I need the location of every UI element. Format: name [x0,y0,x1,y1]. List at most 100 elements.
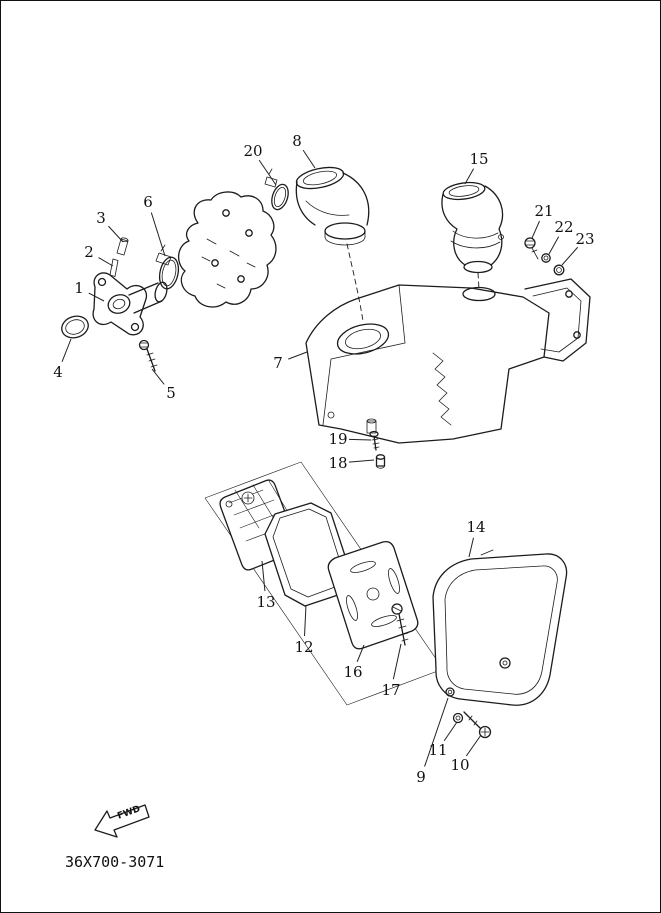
crankcase-boss [222,209,230,217]
bracket-fasteners [524,237,565,276]
screw-body [116,238,129,256]
cover-boss-inner [502,660,508,666]
callout-1: 1 [74,279,84,297]
duct-clamp-band [450,230,501,249]
manifold-flange [92,272,148,336]
plate-slot [350,561,376,573]
leader-line-16 [356,644,365,663]
callout-14: 14 [466,518,485,536]
bolt-threads [146,352,158,368]
case-tab-hole [327,411,335,419]
leader-line-15 [464,168,475,185]
clamp-screw [264,168,278,188]
manifold-tube-end [154,281,168,303]
manifold-tube [128,282,163,314]
screw-17-threads [396,618,409,642]
case-spring [432,352,452,426]
duct-clamp-screw [498,234,504,240]
crankcase-outline [178,191,277,308]
duct-body-right [484,185,504,266]
crankcase-boss [245,229,253,237]
callout-13: 13 [256,593,275,611]
o-ring-inner [65,319,85,335]
elbow-align-guide [346,243,364,322]
bolt-10-cross [480,727,490,737]
elbow-body-left [295,181,316,226]
leader-line-13 [261,560,266,592]
callout-6: 6 [143,193,153,211]
spacer-18-top [375,454,386,460]
bolt-21-hex [525,240,535,246]
spacer-18-body [375,456,386,467]
bolt-head-hex [139,342,149,348]
callout-21: 21 [534,202,553,220]
small-screw [116,237,129,256]
duct-top-opening [442,181,486,201]
leader-line-11 [443,721,458,742]
leader-line-7 [288,351,308,360]
spacer-18-bottom [376,465,385,469]
pin-body [109,258,119,277]
elbow-body-right [342,172,370,226]
bolt-10-head [478,725,492,739]
holder-emblem-cross [243,493,253,503]
air-duct [441,181,504,290]
cover-boss [499,657,511,669]
bracket-bolt-hole [573,331,581,339]
bolt-10-threads [468,715,478,726]
elbow-top-opening [295,166,345,190]
elbow-flange-side [324,230,366,238]
manifold-bore-inner [112,298,126,310]
callout-3: 3 [96,209,106,227]
callout-15: 15 [469,150,488,168]
leader-line-12 [304,604,307,637]
duct-bottom-opening [463,260,493,274]
duct-body-left [441,193,466,266]
leader-line-17 [392,643,402,680]
case-gasket-bracket [524,278,591,362]
bracket-bolt-hole [565,290,573,298]
case-drain-top [366,418,377,424]
callout-16: 16 [343,663,362,681]
callout-2: 2 [84,243,94,261]
manifold-bolt [138,339,158,372]
engine-crankcase [178,191,277,308]
plate-center-hole [366,587,380,601]
flange-bolt-hole [130,322,140,332]
washer-23-inner [556,267,562,273]
callout-4: 4 [53,363,63,381]
cover-mount-hole [445,687,455,697]
fwd-arrow-outline [94,804,150,838]
leader-line-23 [561,246,579,266]
element-seal-plate [327,540,419,650]
plate-outline [327,540,419,650]
o-ring [61,315,89,339]
fwd-arrow-label: FWD [116,804,142,821]
case-duct-hole [462,286,496,302]
leader-line-1 [88,292,105,302]
side-cover [432,549,568,706]
callout-5: 5 [166,384,176,402]
holder-bolt-hole [225,500,233,508]
washer-22-inner [543,255,549,261]
bolt-21-shaft [531,247,539,260]
duct-top-opening-inner [448,185,480,197]
screw-17-head [391,603,403,615]
leader-line-10 [465,734,482,757]
leader-lines-layer [61,149,579,767]
carb-joint-elbow [295,166,370,246]
bolt-head [138,339,150,351]
screw-head [120,237,129,243]
callout-22: 22 [554,218,573,236]
washer-11-inner [455,715,461,721]
case-outline [305,284,550,444]
callout-10: 10 [450,756,469,774]
callout-23: 23 [575,230,594,248]
leader-line-20 [258,159,277,186]
washer-22 [541,253,551,263]
clamp-band [158,256,180,290]
case-screws [369,430,386,469]
crankcase-boss [211,259,219,267]
